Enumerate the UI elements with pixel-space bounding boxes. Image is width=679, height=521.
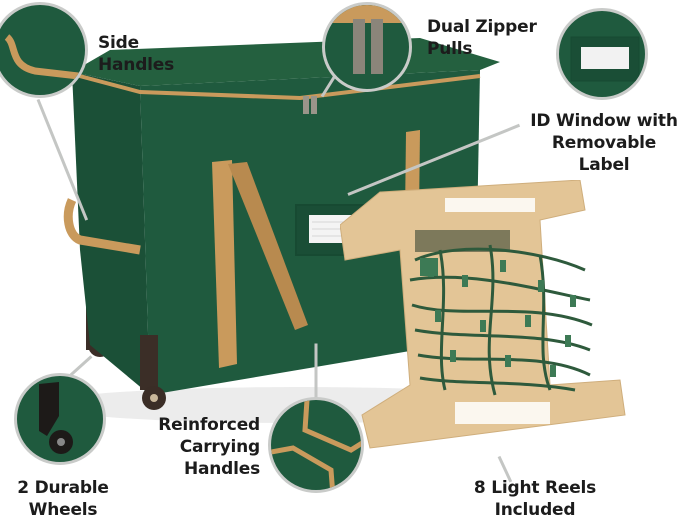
callout-circle-carrying-handles xyxy=(268,397,364,493)
callout-circle-id-window xyxy=(556,8,648,100)
light-reel xyxy=(339,179,630,450)
wheel-detail-icon xyxy=(39,382,73,454)
label-dual-zipper: Dual Zipper Pulls xyxy=(427,17,537,59)
carrying-handle-detail-icon xyxy=(271,400,361,490)
label-id-window: ID Window with Removable Label xyxy=(530,111,678,175)
label-light-reels: 8 Light Reels Included xyxy=(473,478,597,520)
label-side-handles: Side Handles xyxy=(98,33,175,75)
id-window-detail-icon xyxy=(570,36,640,82)
label-wheels: 2 Durable Wheels xyxy=(17,478,109,520)
label-carrying-handles: Reinforced Carrying Handles xyxy=(158,415,260,479)
callout-circle-wheels xyxy=(14,373,106,465)
side-handle-detail-icon xyxy=(4,34,85,81)
callout-circle-side-handles xyxy=(0,2,88,98)
callout-circle-zipper xyxy=(322,2,412,92)
light-reel-illustration xyxy=(339,179,626,449)
leader-carrying-handles xyxy=(314,343,318,399)
